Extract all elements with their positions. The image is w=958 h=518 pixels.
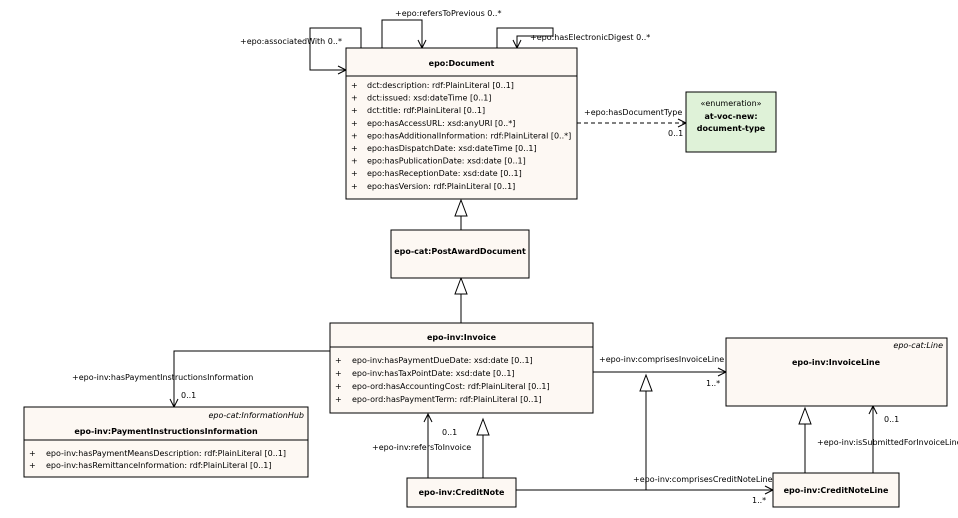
attribute-row: epo:hasPublicationDate: xsd:date [0..1] — [367, 157, 526, 166]
attribute-row: epo:hasAccessURL: xsd:anyURI [0..*] — [367, 119, 515, 128]
assoc-has-payment-instructions-line — [173, 350, 330, 407]
class-document-name: epo:Document — [429, 59, 495, 68]
enum-document-type-name-line2: document-type — [697, 124, 766, 133]
class-payment-instructions-name: epo-inv:PaymentInstructionsInformation — [74, 427, 258, 436]
assoc-associated-with-label: +epo:associatedWith 0..* — [240, 37, 342, 46]
assoc-comprises-credit-note-line-label: +epo-inv:comprisesCreditNoteLine — [633, 475, 773, 484]
gen-invoice-postaward-head — [454, 276, 468, 295]
class-invoice-line-name: epo-inv:InvoiceLine — [792, 358, 881, 367]
assoc-is-submitted-for-invoice-line-mult: 0..1 — [884, 415, 899, 424]
class-credit-note-name: epo-inv:CreditNote — [419, 488, 505, 497]
class-credit-note-line: epo-inv:CreditNoteLine — [772, 472, 900, 508]
assoc-refers-to-invoice-mult: 0..1 — [442, 428, 457, 437]
attribute-visibility-marker: + — [29, 461, 36, 470]
assoc-comprises-invoice-line-label: +epo-inv:comprisesInvoiceLine — [599, 355, 724, 364]
gen-comprises-credit-to-invoice-head — [639, 373, 653, 392]
class-payment-instructions: epo-cat:InformationHub epo-inv:PaymentIn… — [23, 406, 309, 478]
attribute-visibility-marker: + — [335, 382, 342, 391]
attribute-visibility-marker: + — [351, 157, 358, 166]
attribute-visibility-marker: + — [351, 182, 358, 191]
assoc-associated-with-line — [309, 27, 362, 71]
attribute-visibility-marker: + — [351, 119, 358, 128]
class-invoice-line: epo-cat:Line epo-inv:InvoiceLine — [725, 337, 948, 407]
assoc-comprises-credit-note-line-mult: 1..* — [752, 496, 766, 505]
attribute-row: dct:title: rdf:PlainLiteral [0..1] — [367, 106, 485, 115]
attribute-visibility-marker: + — [351, 144, 358, 153]
attribute-row: epo:hasVersion: rdf:PlainLiteral [0..1] — [367, 182, 515, 191]
class-post-award-document: epo-cat:PostAwardDocument — [390, 229, 530, 279]
assoc-has-payment-instructions-label: +epo-inv:hasPaymentInstructionsInformati… — [72, 373, 253, 382]
enum-document-type-name-line1: at-voc-new: — [704, 112, 757, 121]
attribute-row: epo:hasReceptionDate: xsd:date [0..1] — [367, 169, 522, 178]
assoc-refers-to-invoice-arrow — [423, 412, 433, 423]
attribute-row: dct:description: rdf:PlainLiteral [0..1] — [367, 81, 514, 90]
attribute-visibility-marker: + — [335, 356, 342, 365]
class-invoice-attributes: + epo-inv:hasPaymentDueDate: xsd:date [0.… — [335, 356, 550, 404]
attribute-visibility-marker: + — [351, 94, 358, 103]
attribute-visibility-marker: + — [335, 395, 342, 404]
assoc-refers-to-previous-label: +epo:refersToPrevious 0..* — [395, 9, 501, 18]
class-invoice: epo-inv:Invoice + epo-inv:hasPaymentDueDa… — [329, 322, 594, 414]
attribute-visibility-marker: + — [29, 449, 36, 458]
attribute-row: epo-inv:hasPaymentMeansDescription: rdf:… — [46, 449, 286, 458]
assoc-is-submitted-for-invoice-line-label: +epo-inv:isSubmittedForInvoiceLine — [817, 438, 958, 447]
assoc-has-electronic-digest-label: +epo:hasElectronicDigest 0..* — [530, 33, 650, 42]
class-post-award-document-name: epo-cat:PostAwardDocument — [394, 247, 526, 256]
attribute-visibility-marker: + — [351, 106, 358, 115]
class-payment-instructions-attributes: + epo-inv:hasPaymentMeansDescription: rdf… — [29, 449, 286, 470]
assoc-refers-to-previous-line — [381, 19, 423, 48]
attribute-visibility-marker: + — [351, 81, 358, 90]
attribute-row: epo-inv:hasRemittanceInformation: rdf:Pl… — [46, 461, 272, 470]
attribute-row: epo:hasDispatchDate: xsd:dateTime [0..1] — [367, 144, 537, 153]
class-document-attributes: + dct:description: rdf:PlainLiteral [0..1… — [351, 81, 571, 191]
class-credit-note-line-name: epo-inv:CreditNoteLine — [784, 486, 889, 495]
class-invoice-name: epo-inv:Invoice — [427, 333, 497, 342]
enum-document-type: «enumeration» at-voc-new: document-type — [685, 91, 777, 153]
attribute-visibility-marker: + — [335, 369, 342, 378]
attribute-row: epo-inv:hasPaymentDueDate: xsd:date [0..… — [352, 356, 533, 365]
gen-creditnoteline-invoiceline-head — [798, 406, 812, 425]
gen-postaward-document-head — [454, 198, 468, 217]
class-invoice-line-parent: epo-cat:Line — [893, 341, 943, 350]
assoc-comprises-invoice-line-mult: 1..* — [706, 379, 720, 388]
attribute-row: epo:hasAdditionalInformation: rdf:PlainL… — [367, 131, 571, 140]
attribute-row: epo-inv:hasTaxPointDate: xsd:date [0..1] — [352, 369, 515, 378]
attribute-row: epo-ord:hasPaymentTerm: rdf:PlainLiteral… — [352, 395, 542, 404]
assoc-has-electronic-digest-line — [496, 27, 554, 48]
class-payment-instructions-parent: epo-cat:InformationHub — [208, 411, 304, 420]
gen-creditnote-invoice-head — [476, 417, 490, 436]
class-document: epo:Document + dct:description: rdf:Plain… — [345, 47, 578, 200]
assoc-refers-to-invoice-label: +epo-inv:refersToInvoice — [372, 443, 471, 452]
assoc-has-document-type-mult: 0..1 — [668, 129, 683, 138]
attribute-visibility-marker: + — [351, 131, 358, 140]
attribute-row: dct:issued: xsd:dateTime [0..1] — [367, 94, 492, 103]
assoc-has-document-type-label: +epo:hasDocumentType — [584, 108, 682, 117]
enum-document-type-stereotype: «enumeration» — [700, 99, 761, 108]
assoc-has-payment-instructions-mult: 0..1 — [181, 391, 196, 400]
attribute-visibility-marker: + — [351, 169, 358, 178]
class-credit-note: epo-inv:CreditNote — [406, 477, 517, 508]
attribute-row: epo-ord:hasAccountingCost: rdf:PlainLite… — [352, 382, 550, 391]
